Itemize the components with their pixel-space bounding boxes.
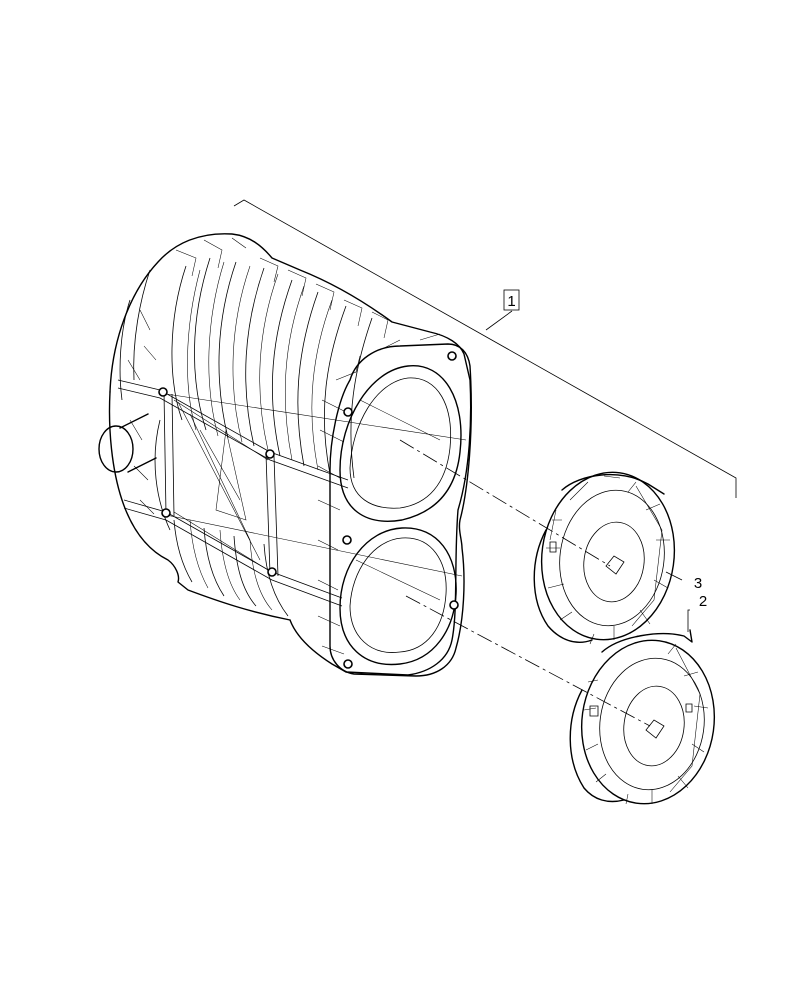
assembly-bracket: [233, 199, 737, 498]
callout-3-label: 3: [694, 575, 702, 592]
air-cleaner-housing: [108, 233, 472, 676]
callout-leaders: [665, 571, 690, 632]
housing-flange: [317, 333, 472, 677]
callout-2[interactable]: 2: [699, 593, 707, 610]
pre-cleaner-cap-lower: [569, 629, 716, 805]
bolt-6: [342, 535, 352, 545]
outlet-tube: [98, 413, 157, 473]
pre-cleaner-cap-upper: [533, 471, 676, 645]
bolt-8: [447, 351, 457, 361]
bolt-3: [161, 508, 171, 518]
callout-1-label: 1: [507, 293, 515, 310]
bolt-4: [267, 567, 277, 577]
callout-1[interactable]: 1: [503, 289, 520, 311]
bolt-9: [449, 600, 459, 610]
callout-3[interactable]: 3: [694, 575, 702, 592]
centerlines: [399, 439, 651, 727]
bolt-group: [158, 351, 459, 669]
bolt-1: [158, 387, 168, 397]
bolt-2: [265, 449, 275, 459]
bolt-5: [343, 407, 353, 417]
callout-2-label: 2: [699, 593, 707, 610]
bolt-7: [343, 659, 353, 669]
